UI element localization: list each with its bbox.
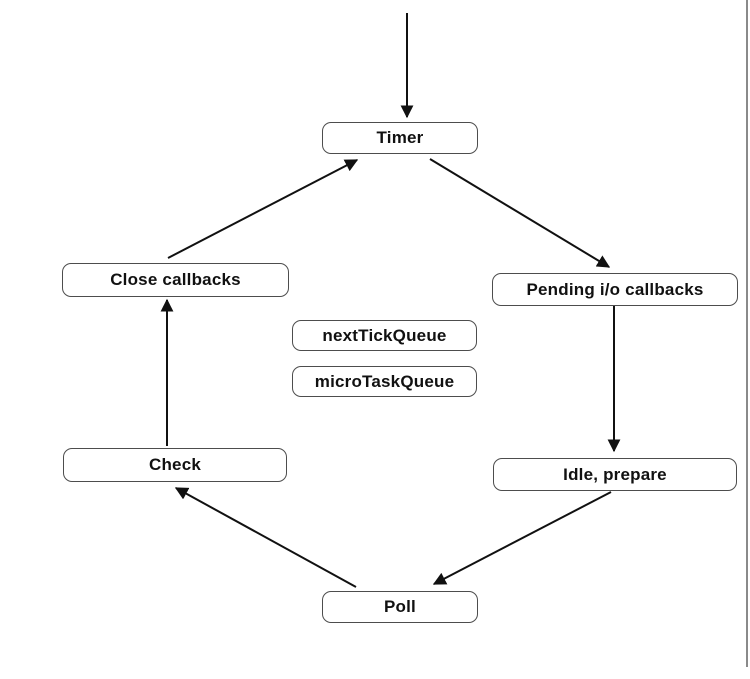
arrow-close-callbacks-to-timer (167, 159, 359, 259)
node-timer-label: Timer (376, 128, 424, 147)
arrow-idle-prepare-to-poll (432, 491, 612, 585)
node-poll-label: Poll (384, 597, 416, 616)
node-timer: Timer (322, 122, 478, 154)
node-pending-io-callbacks-label: Pending i/o callbacks (526, 279, 704, 299)
arrow-poll-to-check (174, 487, 357, 588)
node-micro-task-queue: microTaskQueue (292, 366, 477, 397)
node-idle-prepare: Idle, prepare (493, 458, 737, 491)
node-close-callbacks: Close callbacks (62, 263, 289, 297)
node-micro-task-queue-label: microTaskQueue (314, 371, 455, 391)
node-check: Check (63, 448, 287, 482)
node-close-callbacks-label: Close callbacks (110, 270, 241, 289)
node-next-tick-queue-label: nextTickQueue (322, 325, 447, 345)
node-check-label: Check (148, 455, 202, 474)
node-pending-io-callbacks: Pending i/o callbacks (492, 273, 738, 306)
node-idle-prepare-label: Idle, prepare (563, 464, 667, 484)
arrow-timer-to-pending-io (429, 158, 611, 268)
right-border-line (746, 0, 748, 667)
node-poll: Poll (322, 591, 478, 623)
node-next-tick-queue: nextTickQueue (292, 320, 477, 351)
